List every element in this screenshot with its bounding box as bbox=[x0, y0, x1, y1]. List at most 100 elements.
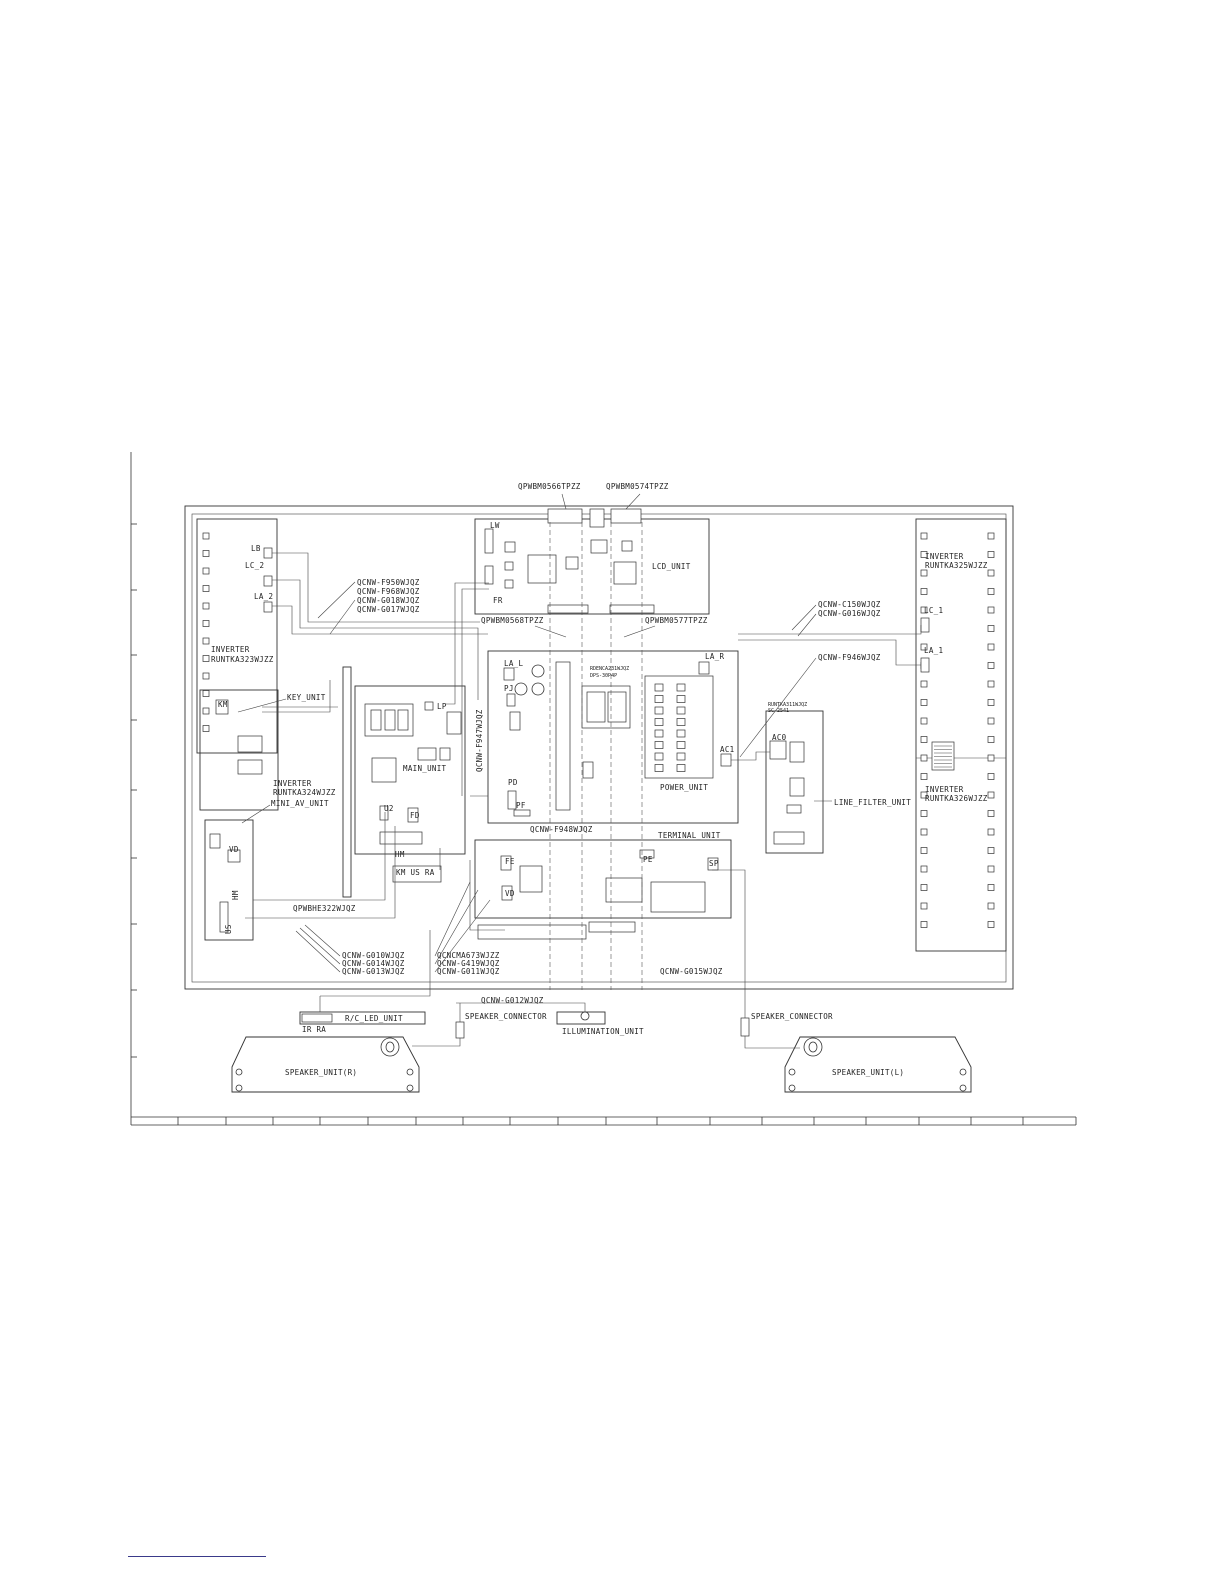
mounting-pad bbox=[987, 606, 995, 614]
mounting-pad bbox=[920, 532, 928, 540]
connector-lar-label: LA_R bbox=[705, 652, 724, 661]
connector-hm-label: HM bbox=[231, 890, 240, 900]
frame-axes bbox=[130, 452, 1077, 1126]
inverter-left-label: INVERTER bbox=[211, 645, 250, 654]
speaker-connector-l-label: SPEAKER_CONNECTOR bbox=[751, 1012, 833, 1021]
power-component bbox=[654, 706, 664, 715]
power-component bbox=[676, 764, 686, 772]
mounting-pad bbox=[920, 643, 928, 651]
label-line-filter-part: RUNTKA311WJQZ bbox=[768, 702, 807, 708]
speaker-unit-r-label: SPEAKER_UNIT(R) bbox=[285, 1068, 357, 1077]
main-unit-label: MAIN_UNIT bbox=[403, 764, 447, 773]
illumination-unit: ILLUMINATION_UNIT bbox=[556, 1011, 644, 1036]
power-component bbox=[676, 683, 686, 692]
connector-ac1-label: AC1 bbox=[720, 745, 734, 754]
power-component bbox=[654, 718, 664, 726]
mounting-pad bbox=[202, 620, 210, 627]
cable-labels-top-left: QCNW-F950WJQZ QCNW-F968WJQZ QCNW-G018WJQ… bbox=[317, 578, 420, 635]
connector-lc2-label: LC_2 bbox=[245, 561, 264, 570]
mounting-pad bbox=[987, 791, 995, 799]
inverter-right-top-label: INVERTER bbox=[925, 552, 964, 561]
mounting-pad bbox=[920, 810, 928, 817]
mounting-pad bbox=[920, 865, 928, 873]
cable-g013-label: QCNW-G013WJQZ bbox=[342, 967, 405, 976]
mounting-pad bbox=[202, 655, 210, 662]
connector-lb-label: LB bbox=[251, 544, 261, 553]
mounting-pad bbox=[920, 921, 928, 928]
label-qpwbm0577: QPWBM0577TPZZ bbox=[645, 616, 708, 625]
mounting-pad bbox=[987, 865, 995, 873]
mounting-pad bbox=[920, 902, 928, 910]
inverter-mid-part: RUNTKA324WJZZ bbox=[273, 788, 336, 797]
mounting-pad bbox=[987, 847, 995, 854]
connector-us-label: US bbox=[224, 924, 233, 934]
connector-lal-label: LA_L bbox=[504, 659, 523, 668]
cable-g015-label: QCNW-G015WJQZ bbox=[660, 967, 723, 976]
cable-g012-label: QCNW-G012WJQZ bbox=[481, 996, 544, 1005]
rc-led-unit: R/C_LED_UNIT IR RA bbox=[299, 1011, 426, 1034]
mounting-pad bbox=[920, 884, 928, 891]
mounting-pad bbox=[987, 736, 995, 743]
mounting-pad bbox=[920, 717, 928, 725]
inverter-left-board: LB LC_2 LA_2 INVERTER RUNTKA323WJZZ bbox=[196, 518, 278, 754]
mounting-pad bbox=[987, 773, 995, 780]
connector-sp-label: SP bbox=[709, 859, 719, 868]
connector-fe-label: FE bbox=[505, 857, 515, 866]
mounting-pad bbox=[987, 921, 995, 928]
cable-f946-label: QCNW-F946WJQZ bbox=[818, 653, 881, 662]
cable-labels-top-right: QCNW-C150WJQZ QCNW-G016WJQZ QCNW-F946WJQ… bbox=[739, 600, 881, 758]
mounting-pad bbox=[987, 717, 995, 725]
cable-f968-label: QCNW-F968WJQZ bbox=[357, 587, 420, 596]
connector-vd-terminal-label: VD bbox=[505, 889, 515, 898]
dashed-guides bbox=[549, 522, 643, 990]
mounting-pad bbox=[987, 551, 995, 558]
inverter-mid-label: INVERTER bbox=[273, 779, 312, 788]
key-unit-label: KEY_UNIT bbox=[287, 693, 326, 702]
power-component bbox=[676, 718, 686, 726]
mounting-pad bbox=[987, 754, 995, 762]
mounting-pad bbox=[987, 680, 995, 688]
speaker-unit-l: SPEAKER_UNIT(L) bbox=[784, 1036, 972, 1093]
connector-km-label: KM bbox=[218, 700, 228, 709]
mounting-pad bbox=[987, 828, 995, 836]
cable-g011-label: QCNW-G011WJQZ bbox=[437, 967, 500, 976]
label-dps-part: DPS-30P4P bbox=[590, 673, 617, 679]
mini-av-unit-label: MINI_AV_UNIT bbox=[271, 799, 329, 808]
line-filter-board: AC0 LINE_FILTER_UNIT RUNTKA311WJQZ SC-25… bbox=[765, 702, 911, 854]
power-component bbox=[654, 683, 664, 692]
mounting-pad bbox=[202, 725, 210, 732]
mounting-pad bbox=[202, 690, 210, 697]
power-unit-label: POWER_UNIT bbox=[660, 783, 708, 792]
inverter-left-part: RUNTKA323WJZZ bbox=[211, 655, 274, 664]
rc-led-unit-label: R/C_LED_UNIT bbox=[345, 1014, 403, 1023]
line-filter-unit-label: LINE_FILTER_UNIT bbox=[834, 798, 911, 807]
connector-fd-label: FD bbox=[410, 811, 420, 820]
power-component bbox=[676, 729, 686, 738]
cable-c150-label: QCNW-C150WJQZ bbox=[818, 600, 881, 609]
connector-pd-label: PD bbox=[508, 778, 518, 787]
label-line-filter-sub: SC-2541 bbox=[768, 708, 789, 714]
label-qpwbhe322: QPWBHE322WJQZ bbox=[293, 904, 356, 913]
mounting-pad bbox=[920, 754, 928, 762]
connector-lp-label: LP bbox=[437, 702, 447, 711]
cable-g010-label: QCNW-G010WJQZ bbox=[342, 951, 405, 960]
power-component bbox=[676, 752, 686, 761]
mounting-pad bbox=[987, 810, 995, 817]
speaker-unit-l-label: SPEAKER_UNIT(L) bbox=[832, 1068, 904, 1077]
cable-g419-label: QCNW-G419WJQZ bbox=[437, 959, 500, 968]
cable-g018-label: QCNW-G018WJQZ bbox=[357, 596, 420, 605]
lcd-unit-label: LCD_UNIT bbox=[652, 562, 691, 571]
mounting-pad bbox=[987, 902, 995, 910]
mounting-pad bbox=[987, 662, 995, 669]
mounting-pad bbox=[987, 884, 995, 891]
connector-u2-label: U2 bbox=[384, 804, 394, 813]
mounting-pad bbox=[202, 602, 210, 610]
mounting-pad bbox=[987, 625, 995, 632]
connector-pe-label: PE bbox=[643, 855, 653, 864]
mounting-pad bbox=[920, 773, 928, 780]
mounting-pad bbox=[987, 532, 995, 540]
lcd-unit-board: LW FR LCD_UNIT QPWBM0566TPZZ QPWBM0574TP… bbox=[474, 482, 710, 638]
label-rdenca231: RDENCA231WJQZ bbox=[590, 666, 629, 672]
cable-labels-bottom: QPWBHE322WJQZ QCNW-G010WJQZ QCNW-G014WJQ… bbox=[293, 881, 723, 1005]
